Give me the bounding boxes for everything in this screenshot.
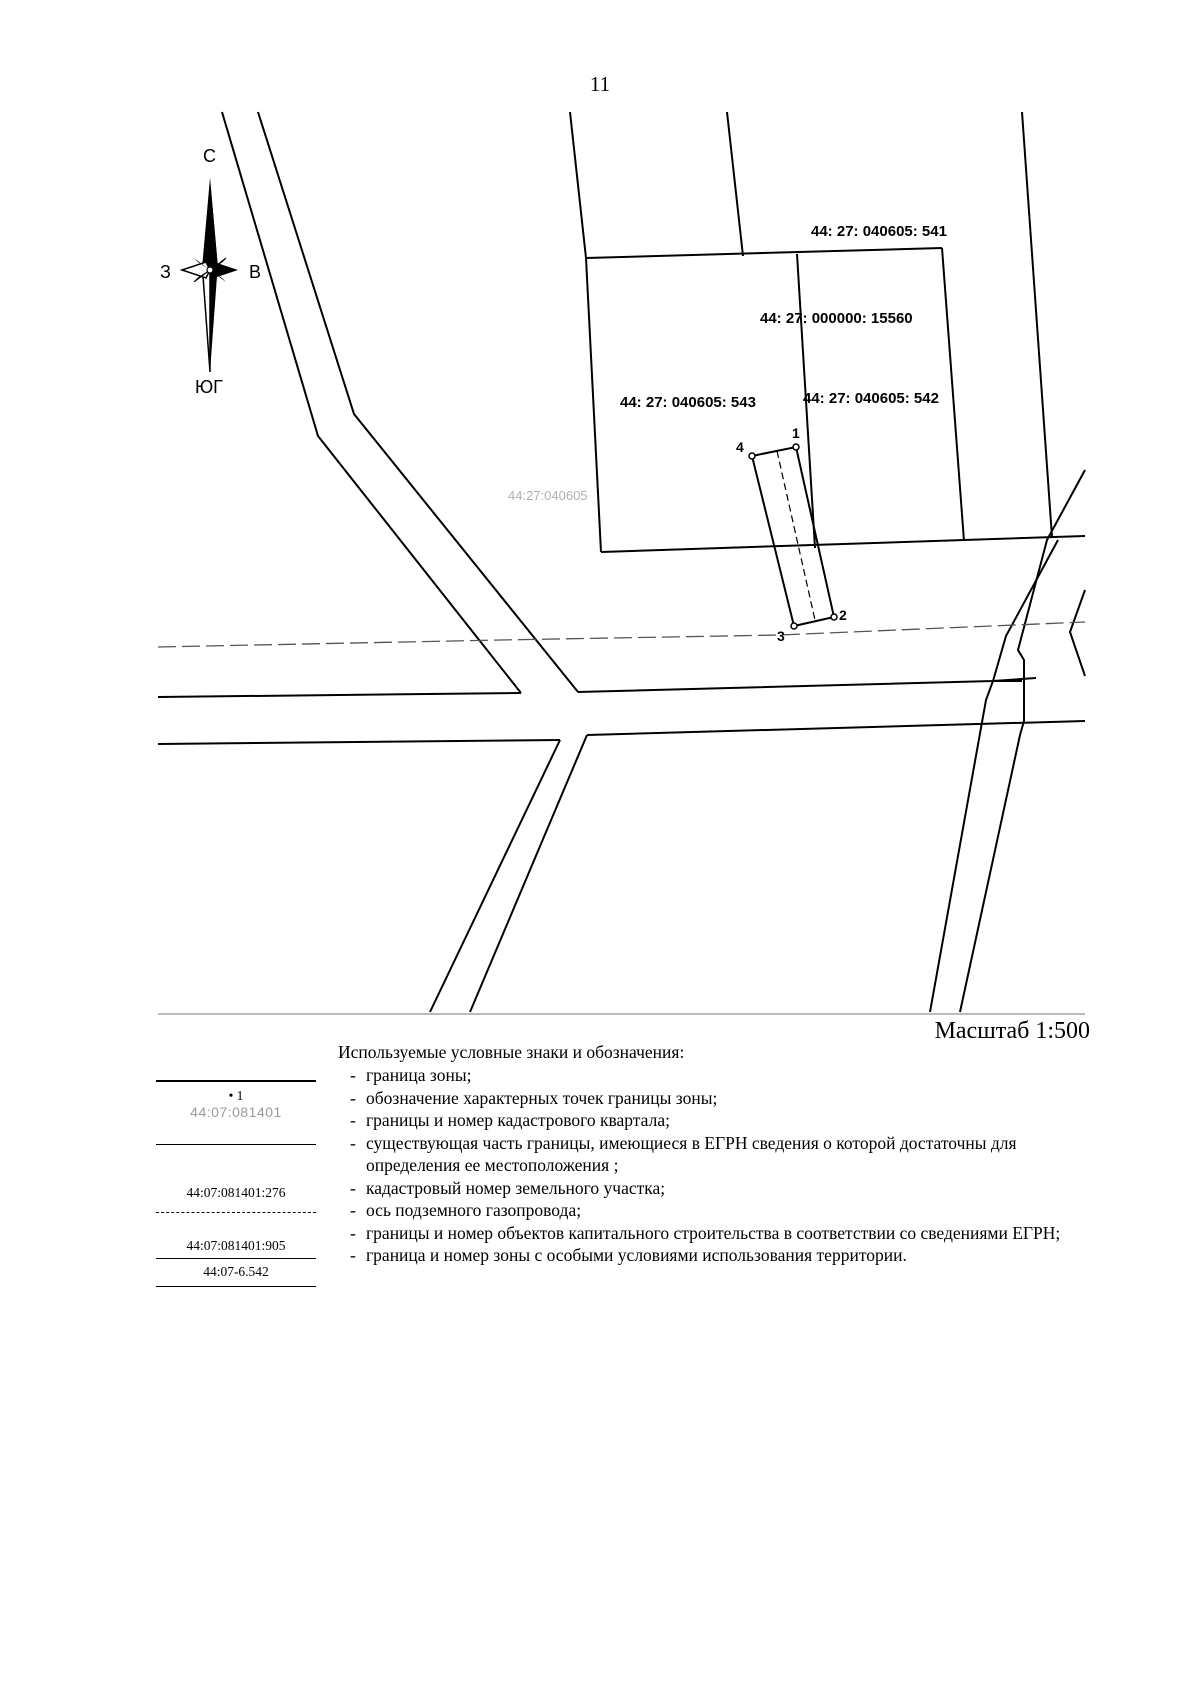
zone-point-1 (792, 443, 800, 451)
road-right-small (1068, 589, 1086, 677)
legend-item-existing-boundary: существующая часть границы, имеющиеся в … (350, 1132, 1090, 1177)
quarter-boundary-dashed (157, 621, 1086, 648)
road-right-inner (929, 539, 1059, 1013)
gas-pipeline-axis (776, 450, 816, 621)
parcel-top (585, 247, 943, 259)
legend-item-buildings: границы и номер объектов капитального ст… (350, 1222, 1090, 1245)
parcel-label-15560: 44: 27: 000000: 15560 (760, 310, 913, 327)
zone-point-label-1: 1 (792, 425, 800, 441)
zone-point-label-2: 2 (839, 607, 847, 623)
parcel-line-right (1021, 111, 1053, 538)
symbol-zone-line (156, 1286, 316, 1287)
symbol-parcel-label: 44:07:081401:276 (186, 1185, 286, 1200)
parcel-right (941, 247, 965, 542)
faded-quarter-label: 44:27:040605 (508, 488, 588, 503)
symbol-quarter-line (156, 1144, 316, 1145)
parcel-label-541: 44: 27: 040605: 541 (811, 223, 947, 240)
compass-rose (179, 178, 238, 373)
compass-north-label: С (203, 146, 216, 166)
road-lower-left (429, 739, 561, 1013)
parcel-left (585, 257, 602, 553)
parcel-line-middle (726, 111, 744, 257)
parcel-label-543: 44: 27: 040605: 543 (620, 394, 756, 411)
symbol-building-label: 44:07:081401:905 (186, 1238, 286, 1253)
road-right-outer (959, 469, 1086, 1013)
road-left-outer (221, 111, 522, 694)
parcel-line-left (569, 111, 587, 259)
map-scale: Масштаб 1:500 (934, 1018, 1090, 1044)
symbol-point-label: • 1 (228, 1088, 244, 1103)
zone-point-label-4: 4 (736, 439, 744, 455)
parcel-label-542: 44: 27: 040605: 542 (803, 390, 939, 407)
symbol-zone-label: 44:07-6.542 (203, 1264, 269, 1279)
symbol-gas-pipeline (156, 1212, 316, 1213)
zone-boundary (750, 445, 836, 628)
compass-south-label: ЮГ (195, 377, 223, 397)
road-horizontal-top (157, 692, 522, 698)
cadastral-map: 1 2 3 4 44: 27: 040605: 541 44: 27: 0000… (157, 111, 1086, 1015)
compass-east-label: В (249, 262, 261, 282)
parcel-bottom (600, 535, 1086, 553)
legend-title: Используемые условные знаки и обозначени… (338, 1042, 685, 1062)
road-horizontal-bottom-right (586, 720, 1086, 736)
road-horizontal-bottom-left (157, 739, 561, 745)
zone-point-label-3: 3 (777, 628, 785, 644)
road-horizontal-top-right (577, 677, 1037, 693)
parcel-divider (796, 253, 816, 549)
legend-list: граница зоны; обозначение характерных то… (350, 1064, 1090, 1267)
road-lower-right (469, 734, 588, 1013)
legend-item-zone-points: обозначение характерных точек границы зо… (350, 1087, 1090, 1110)
symbol-zone-boundary (156, 1080, 316, 1082)
legend-item-quarter: границы и номер кадастрового квартала; (350, 1109, 1090, 1132)
zone-point-3 (790, 622, 798, 630)
symbol-quarter-label: 44:07:081401 (190, 1104, 282, 1120)
zone-point-4 (748, 452, 756, 460)
legend-item-special-zone: граница и номер зоны с особыми условиями… (350, 1244, 1090, 1267)
page-number: 11 (589, 72, 611, 96)
zone-point-2 (830, 613, 838, 621)
legend-item-zone-boundary: граница зоны; (350, 1064, 1090, 1087)
symbol-building-line (156, 1258, 316, 1259)
compass-west-label: З (160, 262, 171, 282)
legend-item-gas-pipeline: ось подземного газопровода; (350, 1199, 1090, 1222)
legend-item-parcel-number: кадастровый номер земельного участка; (350, 1177, 1090, 1200)
road-left-inner (257, 111, 579, 693)
